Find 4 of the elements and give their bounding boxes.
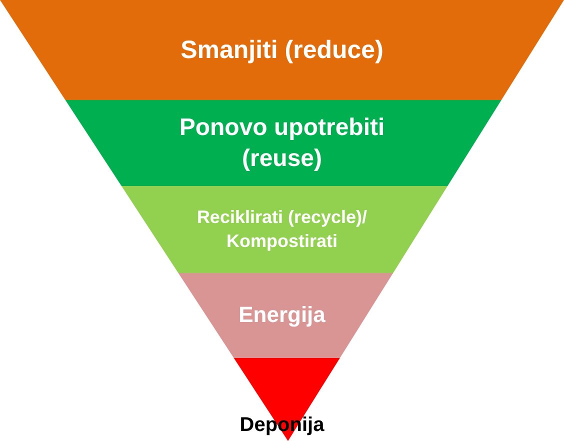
band-label: Smanjiti (reduce) [180,34,384,66]
band-label: Reciklirati (recycle)/ Kompostirati [196,206,368,253]
band-label: Energija [238,301,326,330]
band-label: Ponovo upotrebiti (reuse) [178,112,386,174]
